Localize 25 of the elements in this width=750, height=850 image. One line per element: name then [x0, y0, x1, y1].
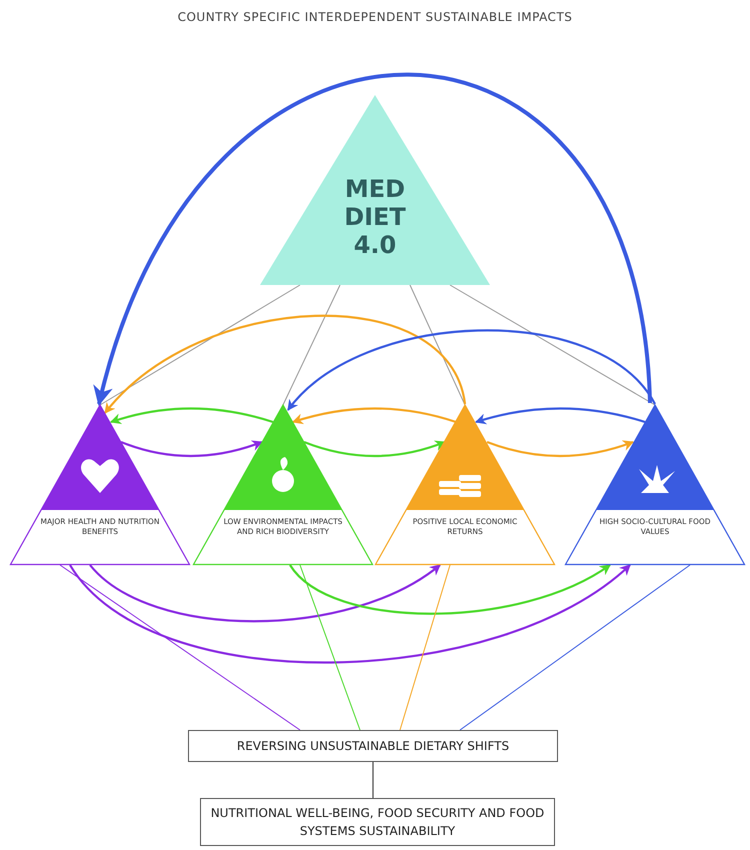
text-box: REVERSING UNSUSTAINABLE DIETARY SHIFTS: [188, 730, 558, 762]
arrow: [89, 564, 441, 622]
arrow: [486, 440, 634, 458]
title: COUNTRY SPECIFIC INTERDEPENDENT SUSTAINABLE IMPACTS: [176, 9, 574, 26]
arrow: [474, 407, 646, 424]
connector-line: [410, 284, 466, 406]
connector-line: [450, 284, 656, 406]
arrow: [94, 73, 652, 406]
connector-line: [300, 564, 360, 730]
connector-line: [100, 284, 300, 406]
arrow: [287, 329, 656, 411]
arrow: [304, 440, 446, 458]
arrow: [69, 564, 631, 664]
connector-line: [460, 564, 690, 730]
connector-line: [372, 762, 374, 798]
connector-line: [282, 284, 340, 406]
arrow: [120, 440, 264, 458]
connector-line: [400, 564, 450, 730]
node-label: MED DIET 4.0: [343, 175, 407, 259]
arrow: [104, 314, 466, 414]
arrow: [110, 407, 274, 424]
arrow: [292, 407, 456, 424]
arrow: [289, 564, 611, 615]
connector-line: [60, 564, 300, 730]
text-box: NUTRITIONAL WELL-BEING, FOOD SECURITY AND FOOD SYSTEMS SUSTAINABILITY: [200, 798, 555, 846]
